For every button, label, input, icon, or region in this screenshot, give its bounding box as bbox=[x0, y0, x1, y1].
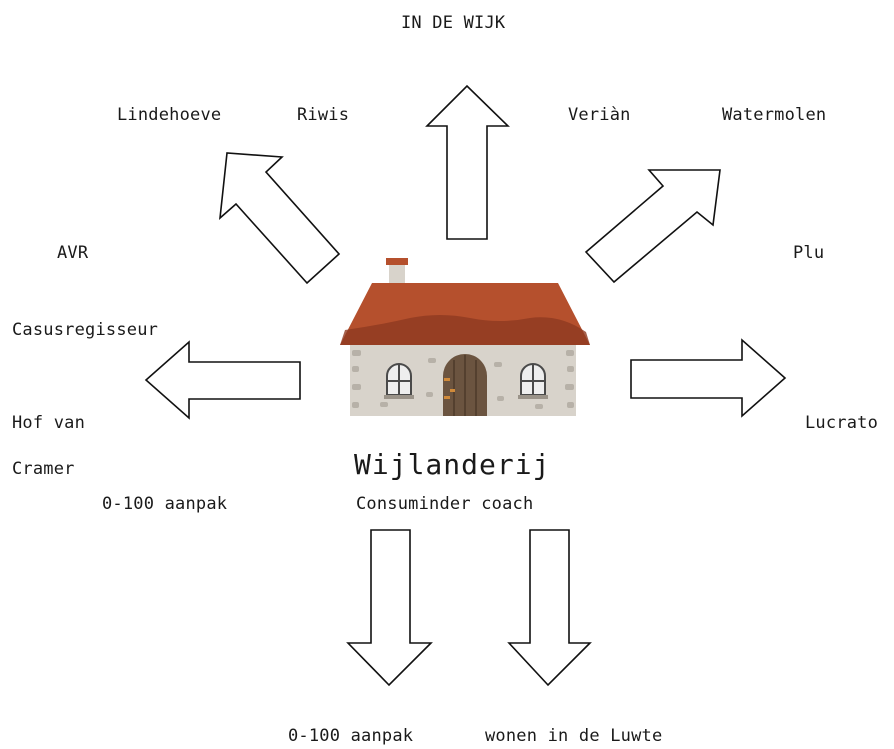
arrow-up bbox=[425, 84, 510, 240]
arrow-left bbox=[144, 340, 301, 420]
center-subtitle: Consuminder coach bbox=[356, 494, 534, 514]
center-title: Wijlanderij bbox=[354, 448, 551, 481]
house-icon bbox=[340, 258, 590, 416]
label-lucrato: Lucrato bbox=[805, 413, 879, 433]
label-hof-van: Hof van bbox=[12, 413, 86, 433]
label-verian: Veriàn bbox=[568, 105, 631, 125]
label-plu: Plu bbox=[793, 243, 825, 263]
label-avr: AVR bbox=[57, 243, 89, 263]
arrow-up-right bbox=[584, 169, 721, 284]
label-lindehoeve: Lindehoeve bbox=[117, 105, 222, 125]
arrow-down-right bbox=[507, 529, 592, 687]
label-cramer: Cramer bbox=[12, 459, 75, 479]
label-watermolen: Watermolen bbox=[722, 105, 827, 125]
label-aanpak-bottom: 0-100 aanpak bbox=[288, 726, 414, 746]
arrow-up-left bbox=[218, 152, 341, 285]
label-wonen: wonen in de Luwte bbox=[485, 726, 663, 746]
label-casusregisseur: Casusregisseur bbox=[12, 320, 159, 340]
arrow-right bbox=[630, 338, 787, 418]
label-riwis: Riwis bbox=[297, 105, 350, 125]
label-in-de-wijk: IN DE WIJK bbox=[401, 13, 506, 33]
label-aanpak-left: 0-100 aanpak bbox=[102, 494, 228, 514]
arrow-down-left bbox=[346, 529, 433, 687]
